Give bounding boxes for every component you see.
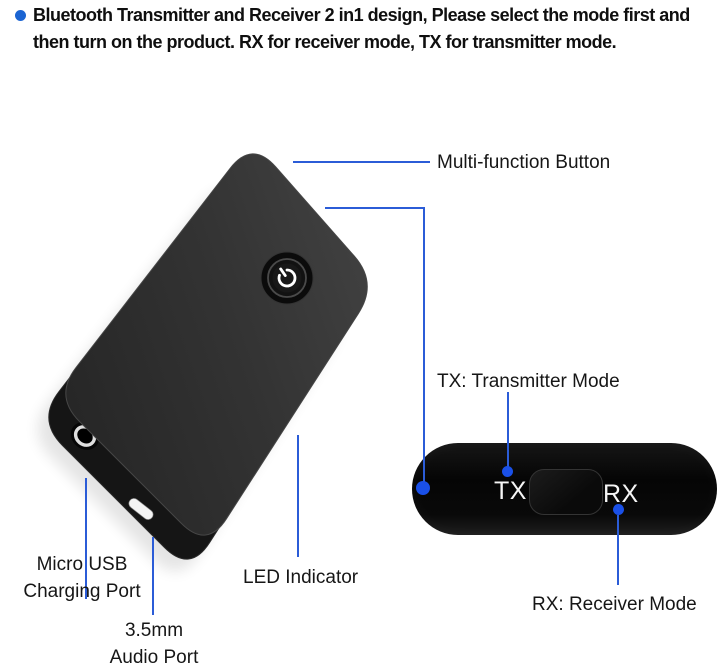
callout-dot-switch xyxy=(416,481,430,495)
mode-label-tx: TX xyxy=(494,477,527,505)
callout-line-switch-horizontal xyxy=(325,207,425,209)
mode-switch-diagram: TX RX xyxy=(412,443,717,535)
callout-line-multi-function xyxy=(293,161,430,163)
callout-dot-tx xyxy=(502,466,513,477)
micro-usb-port xyxy=(128,498,154,520)
callout-line-rx xyxy=(617,515,619,585)
callout-line-micro-usb xyxy=(85,478,87,599)
label-audio-port: 3.5mm Audio Port xyxy=(95,617,213,664)
mode-switch-slider xyxy=(529,469,603,515)
header-note-line2: then turn on the product. RX for receive… xyxy=(33,32,617,52)
label-audio-port-line1: 3.5mm xyxy=(124,620,184,641)
label-micro-usb-line1: Micro USB xyxy=(36,554,128,575)
device-face xyxy=(65,153,368,536)
label-micro-usb-line2: Charging Port xyxy=(23,581,141,602)
label-audio-port-line2: Audio Port xyxy=(109,647,199,664)
power-button xyxy=(260,251,314,305)
label-micro-usb: Micro USB Charging Port xyxy=(16,551,148,605)
callout-line-switch-vertical xyxy=(423,207,425,483)
callout-line-led xyxy=(297,435,299,557)
label-tx-mode: TX: Transmitter Mode xyxy=(437,371,620,392)
callout-line-tx xyxy=(507,392,509,468)
label-led-indicator: LED Indicator xyxy=(243,567,359,588)
callout-line-audio xyxy=(152,537,154,615)
label-multi-function-button: Multi-function Button xyxy=(437,152,611,173)
callout-dot-rx xyxy=(613,504,624,515)
mode-label-rx: RX xyxy=(603,480,639,508)
header-note: Bluetooth Transmitter and Receiver 2 in1… xyxy=(33,2,690,56)
device-illustration xyxy=(37,153,368,572)
power-icon xyxy=(277,267,297,288)
header-note-line1: Bluetooth Transmitter and Receiver 2 in1… xyxy=(33,5,690,25)
label-rx-mode: RX: Receiver Mode xyxy=(532,594,697,615)
bullet-icon xyxy=(15,10,26,21)
